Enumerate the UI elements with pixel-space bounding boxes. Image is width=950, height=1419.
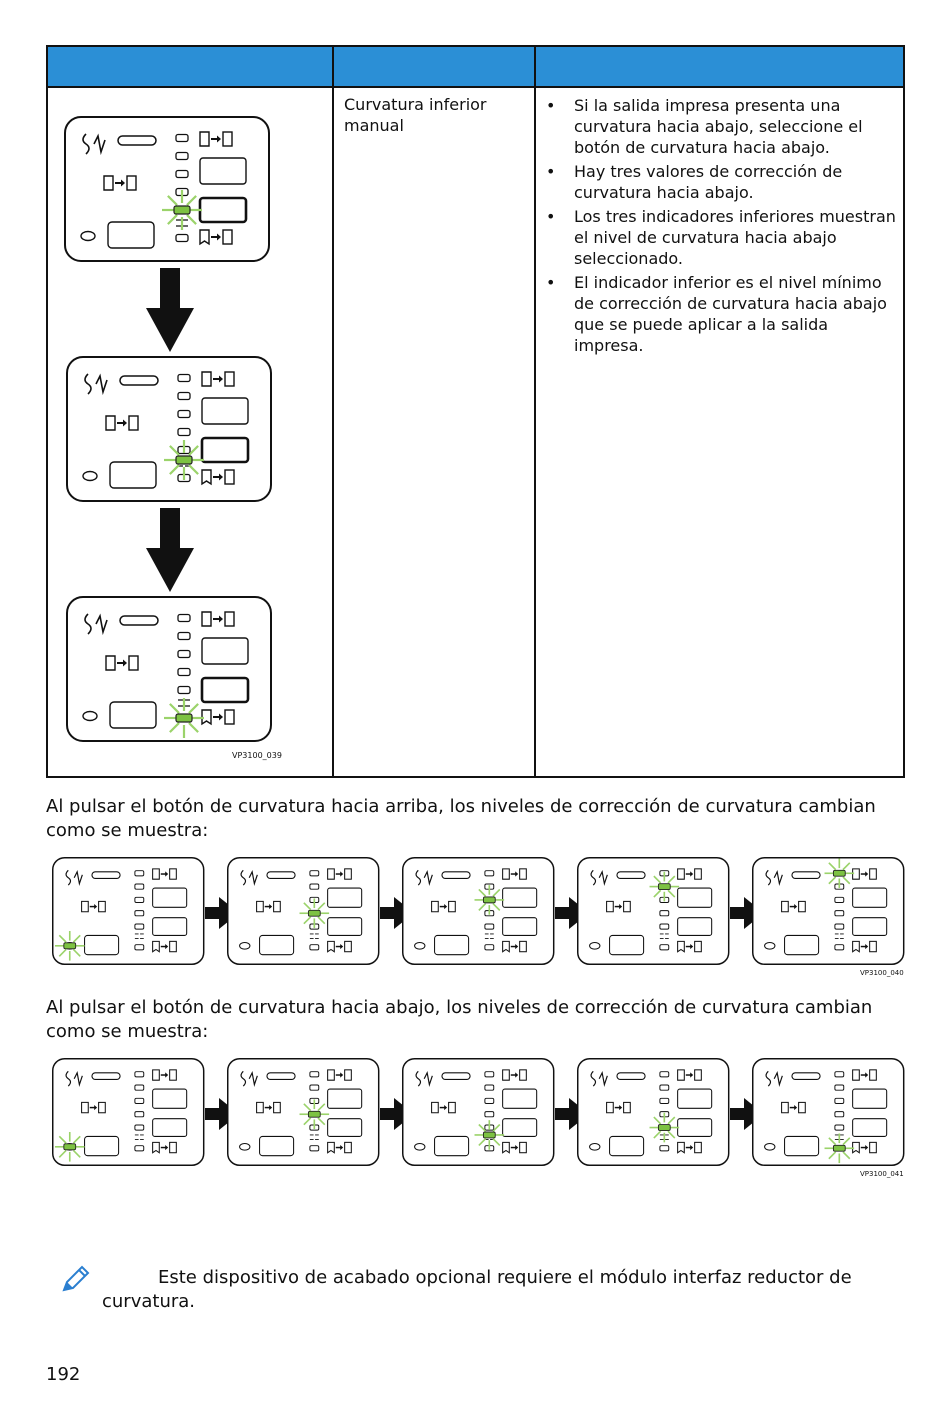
list-item: Si la salida impresa presenta una curvat…: [536, 95, 901, 158]
indicator-burst-icon: [299, 1099, 330, 1130]
indicator-burst-icon: [649, 871, 680, 902]
table-header-cell: [536, 47, 903, 86]
control-panel: [752, 1058, 905, 1167]
figure-code: VP3100_040: [860, 969, 904, 977]
indicator-burst-icon: [824, 1133, 855, 1164]
indicator-burst-icon: [54, 931, 85, 961]
table-header-cell: [48, 47, 334, 86]
indicator-burst-icon: [164, 440, 204, 480]
control-panel: [752, 857, 905, 966]
control-panel: [402, 857, 555, 966]
figure-code: VP3100_039: [232, 751, 282, 760]
page-number: 192: [46, 1364, 81, 1385]
control-panel: [66, 356, 272, 502]
indicator-burst-icon: [54, 1132, 85, 1162]
list-item: Hay tres valores de corrección de curvat…: [536, 161, 901, 203]
curl-down-sequence-figure: [60, 112, 300, 772]
pencil-icon: [58, 1263, 92, 1301]
control-panel: [577, 857, 730, 966]
curl-table: Curvatura inferior manual Si la salida i…: [46, 45, 905, 778]
indicator-burst-icon: [649, 1112, 680, 1143]
arrow-down-icon: [146, 508, 194, 592]
paragraph-curl-up: Al pulsar el botón de curvatura hacia ar…: [46, 796, 876, 841]
indicator-burst-icon: [299, 898, 330, 929]
indicator-burst-icon: [164, 698, 204, 738]
control-panel: [402, 1058, 555, 1167]
control-panel: [577, 1058, 730, 1167]
control-panel: [64, 116, 270, 262]
indicator-burst-icon: [474, 885, 505, 915]
curl-up-sequence-figure: [50, 855, 910, 973]
row-title: Curvatura inferior manual: [344, 95, 487, 135]
list-item: Los tres indicadores inferiores muestran…: [536, 206, 901, 269]
note-text: Este dispositivo de acabado opcional req…: [102, 1267, 852, 1312]
paragraph-curl-down: Al pulsar el botón de curvatura hacia ab…: [46, 997, 873, 1042]
control-panel: [52, 1058, 205, 1167]
control-panel: [66, 596, 272, 742]
indicator-burst-icon: [474, 1120, 505, 1150]
figure-code: VP3100_041: [860, 1170, 904, 1178]
indicator-burst-icon: [824, 858, 855, 889]
curl-down-levels-figure: [50, 1056, 910, 1174]
list-item: El indicador inferior es el nivel mínimo…: [536, 272, 901, 356]
description-list: Si la salida impresa presenta una curvat…: [536, 95, 901, 359]
control-panel: [52, 857, 205, 966]
indicator-burst-icon: [162, 190, 202, 230]
control-panel: [227, 857, 380, 966]
arrow-down-icon: [146, 268, 194, 352]
table-header-cell: [334, 47, 536, 86]
control-panel: [227, 1058, 380, 1167]
